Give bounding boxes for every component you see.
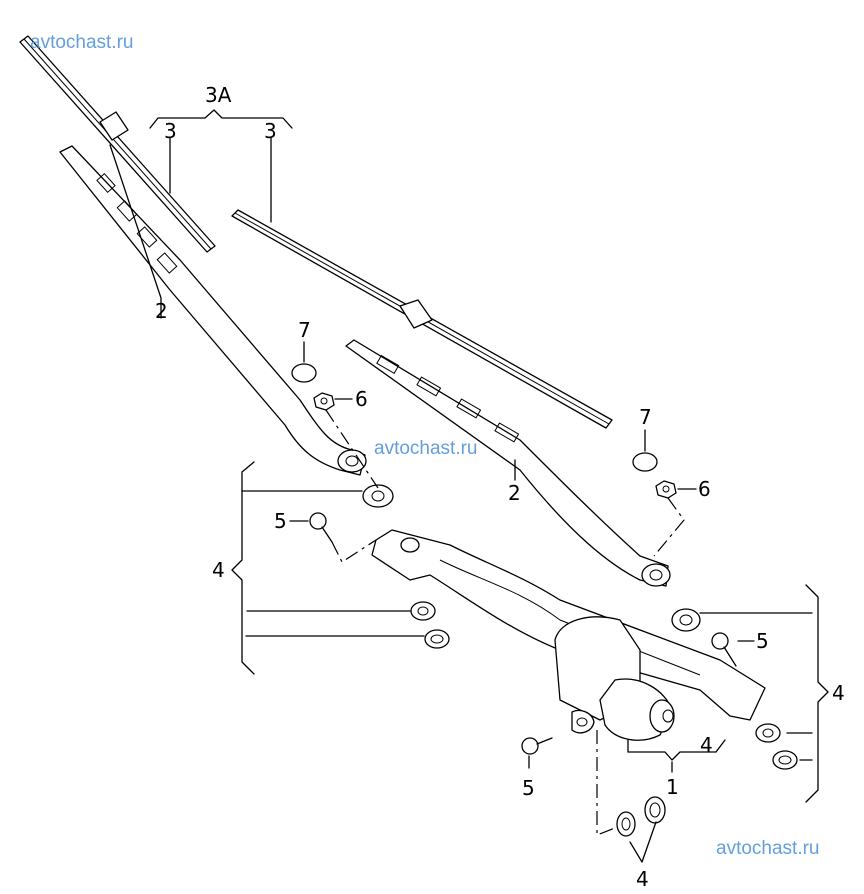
callout-4-right: 4 (832, 681, 845, 705)
watermark-center: avtochast.ru (374, 438, 478, 459)
grommet-left-top[interactable] (362, 484, 394, 508)
watermark-top-left: avtochast.ru (30, 32, 134, 53)
cap-left[interactable] (291, 363, 317, 383)
wiper-arm-left[interactable] (59, 145, 367, 476)
leader-lines (109, 109, 829, 863)
bolt-motor[interactable] (521, 737, 553, 755)
callout-6-left: 6 (355, 387, 368, 411)
callout-3-left: 3 (164, 119, 177, 143)
cap-right[interactable] (632, 452, 658, 472)
callout-2-right: 2 (508, 481, 521, 505)
callout-2-left: 2 (155, 299, 168, 323)
wiper-arm-right[interactable] (345, 339, 671, 587)
grommet-right-top[interactable] (671, 608, 701, 632)
bolt-right[interactable] (711, 632, 737, 667)
callout-7-right: 7 (639, 405, 652, 429)
callout-5-right: 5 (756, 629, 769, 653)
callout-5-left: 5 (274, 509, 287, 533)
grommet-left-bottom[interactable] (424, 629, 450, 649)
grommet-right-bottom[interactable] (772, 750, 798, 770)
callout-5-motor: 5 (522, 776, 535, 800)
grommet-right-mid[interactable] (755, 723, 781, 743)
nut-right[interactable] (655, 480, 677, 499)
bolt-left[interactable] (309, 512, 333, 543)
wiper-motor-linkage[interactable] (371, 529, 766, 741)
callout-4-left: 4 (212, 558, 225, 582)
nut-left[interactable] (313, 392, 335, 411)
callout-4-bottom: 4 (636, 867, 649, 891)
grommet-bottom-b[interactable] (644, 796, 666, 824)
wiper-blade-left[interactable] (19, 35, 216, 253)
callout-7-left: 7 (298, 318, 311, 342)
callout-6-right: 6 (698, 477, 711, 501)
wiper-blade-right[interactable] (231, 209, 613, 429)
callout-1: 1 (666, 775, 679, 799)
callout-3a: 3A (205, 83, 232, 107)
grommet-bottom-a[interactable] (616, 811, 636, 837)
grommet-left-mid[interactable] (410, 601, 436, 621)
callout-3-right: 3 (264, 119, 277, 143)
callout-4-motor: 4 (700, 733, 713, 757)
watermark-bottom-right: avtochast.ru (716, 838, 820, 859)
